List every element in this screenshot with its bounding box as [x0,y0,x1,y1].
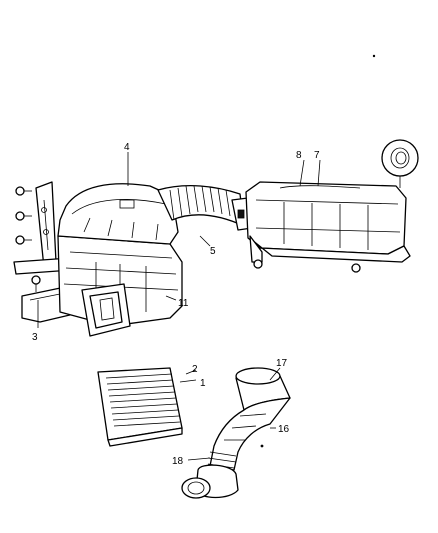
resonator-end-cap [381,139,419,188]
callout-7: 7 [314,150,320,161]
callout-labels: 4 8 7 5 11 3 2 1 17 16 18 [32,142,320,467]
callout-2: 2 [192,364,198,375]
callout-3: 3 [32,332,38,343]
callout-17: 17 [276,358,288,369]
leader-lines [37,54,376,461]
callout-16: 16 [278,424,290,435]
callout-5: 5 [210,246,216,257]
callout-4: 4 [124,142,130,153]
outlet-hose-assembly [181,367,291,499]
air-filter-element [97,367,183,447]
bolt-fasteners [15,186,41,292]
callout-8: 8 [296,150,302,161]
callout-18: 18 [172,456,184,467]
intake-resonator-duct [245,181,411,273]
callout-1: 1 [200,378,206,389]
air-cleaner-housing [57,183,183,337]
callout-11: 11 [178,298,189,309]
